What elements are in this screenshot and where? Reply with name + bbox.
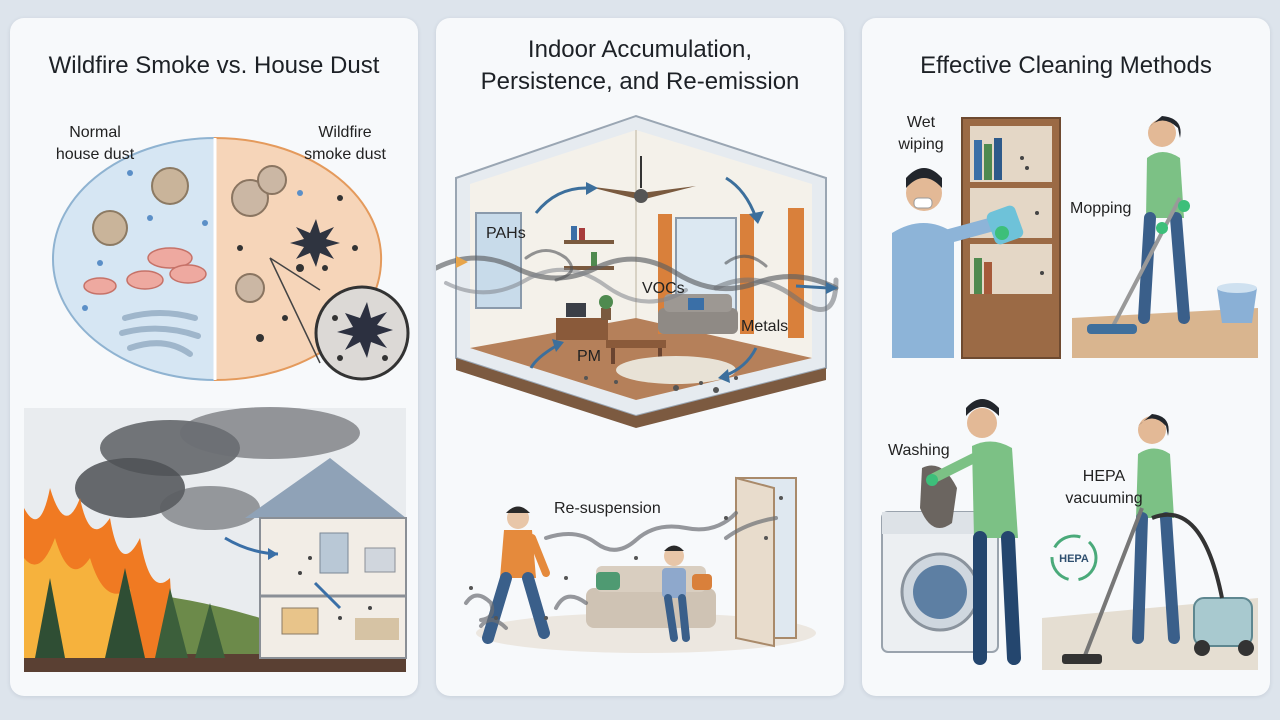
hepa-vacuuming-scene (1042, 414, 1258, 670)
panel-cleaning-methods: Effective Cleaning Methods (862, 18, 1270, 696)
room-cutaway (455, 114, 827, 428)
metals-label: Metals (741, 318, 789, 335)
cleaning-illustration (881, 116, 1258, 670)
pahs-label: PAHs (486, 225, 526, 242)
wildfire-scene (24, 407, 407, 672)
mopping-label: Mopping (1070, 200, 1132, 217)
panel-indoor-accumulation: Indoor Accumulation, Persistence, and Re… (436, 18, 844, 696)
pm-label: PM (577, 348, 601, 365)
hepa-vacuuming-label: HEPA vacuuming (1065, 468, 1143, 507)
wildfire-dust-label: Wildfire smoke dust (304, 124, 386, 163)
settled-dust (584, 376, 738, 393)
normal-dust-label: Normal house dust (55, 124, 135, 163)
panel-title: Effective Cleaning Methods (920, 52, 1212, 79)
indoor-room-illustration (436, 114, 839, 653)
smoke-dust-illustration (24, 136, 410, 672)
resuspension-label: Re-suspension (554, 500, 661, 517)
panel-title: Indoor Accumulation, Persistence, and Re… (480, 36, 800, 95)
normal-dust-particles (82, 167, 208, 357)
wet-wiping-label: Wet wiping (898, 114, 944, 153)
vocs-label: VOCs (642, 280, 685, 297)
airflow-swirls (436, 249, 839, 312)
smoke-dust-particles (231, 165, 358, 364)
wet-wiping-scene (892, 117, 1061, 359)
panel-title: Wildfire Smoke vs. House Dust (48, 52, 380, 79)
magnified-particle (314, 285, 410, 381)
resuspension-scene (464, 476, 816, 653)
washing-scene (881, 399, 1021, 665)
arrow-heads (456, 182, 838, 383)
washing-label: Washing (888, 442, 950, 459)
panel-wildfire-vs-dust: Wildfire Smoke vs. House Dust (10, 18, 418, 696)
hepa-badge: HEPA (1059, 553, 1089, 565)
mopping-scene (1072, 116, 1258, 358)
